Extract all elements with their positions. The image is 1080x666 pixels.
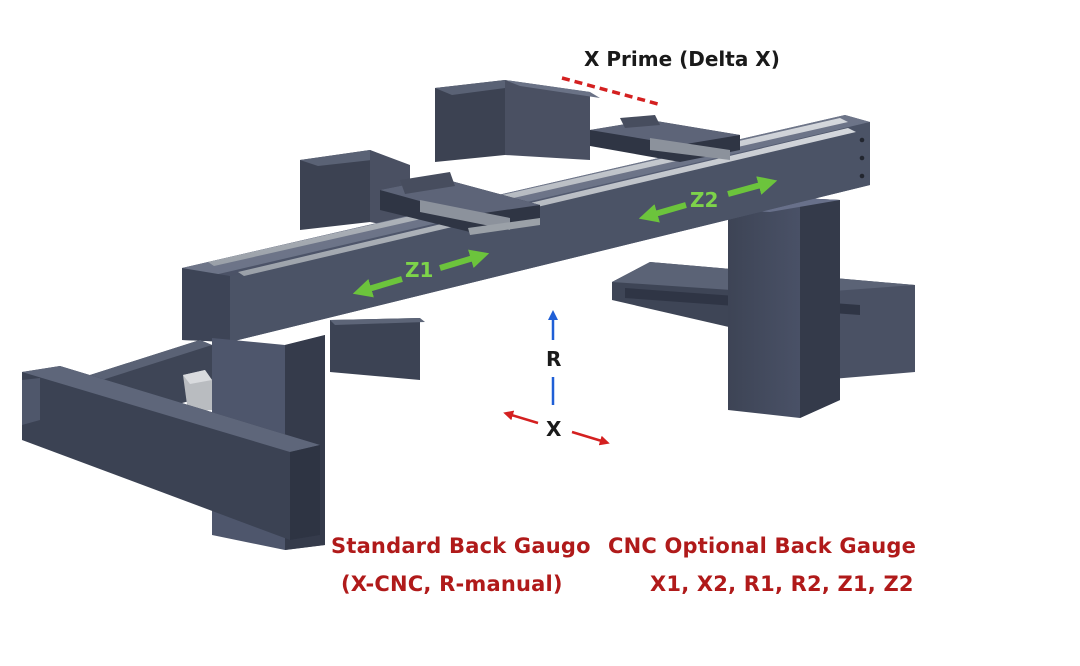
- optional-caption-sub: X1, X2, R1, R2, Z1, Z2: [650, 572, 914, 596]
- r-axis-label: R: [546, 347, 562, 371]
- finger-carriage-right: [590, 115, 740, 162]
- x-axis-arrow-icon: [503, 410, 610, 446]
- standard-caption-title: Standard Back Gaugo: [331, 534, 591, 558]
- finger-carriage-left: [380, 172, 540, 235]
- right-leg: [728, 198, 840, 418]
- z1-label: Z1: [405, 258, 434, 282]
- left-base-rail: [22, 366, 320, 540]
- rear-motor-right: [435, 80, 600, 162]
- z2-arrow-icon: [638, 176, 778, 223]
- x-axis-label: X: [546, 417, 562, 441]
- x-prime-dashed-marker: [561, 76, 659, 106]
- optional-caption-title: CNC Optional Back Gauge: [608, 534, 917, 558]
- middle-support: [330, 318, 425, 380]
- z2-label: Z2: [690, 188, 719, 212]
- control-box: [183, 370, 212, 412]
- standard-caption-sub: (X-CNC, R-manual): [341, 572, 563, 596]
- z1-arrow-icon: [352, 249, 490, 298]
- x-prime-label: X Prime (Delta X): [584, 47, 780, 71]
